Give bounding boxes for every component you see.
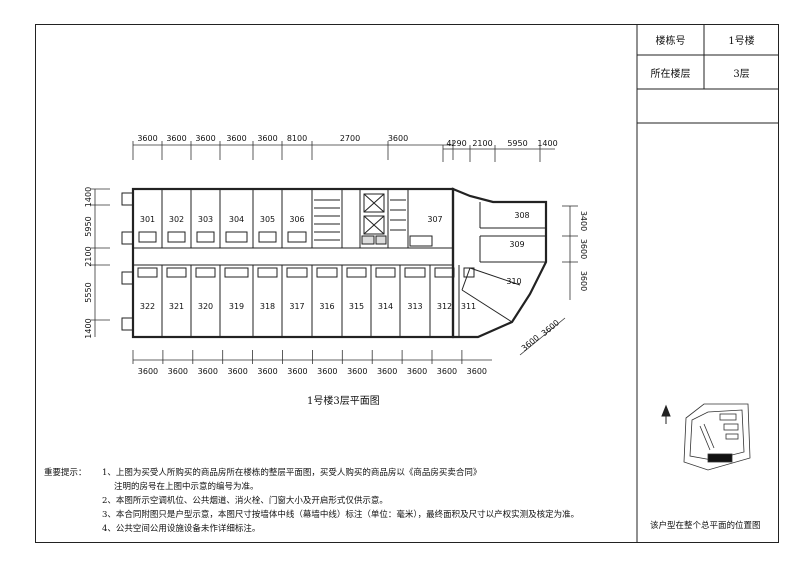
dim-label-bottom: 3600 — [347, 367, 367, 376]
dim-label-bottom: 3600 — [257, 367, 277, 376]
room-label: 319 — [229, 302, 244, 311]
room-label: 322 — [140, 302, 155, 311]
dim-label-bottom: 3600 — [227, 367, 247, 376]
room-label: 309 — [509, 240, 524, 249]
dim-label-right: 3600 — [579, 271, 588, 291]
plan-title: 1号楼3层平面图 — [307, 396, 380, 407]
unit-bath — [224, 267, 249, 278]
note-1b: 注明的房号在上图中示意的编号为准。 — [114, 482, 259, 492]
note-3: 3、本合同附图只是户型示意，本图尺寸按墙体中线（幕墙中线）标注（单位：毫米），最… — [102, 510, 580, 520]
room-label: 302 — [169, 215, 184, 224]
room-label: 314 — [378, 302, 393, 311]
dim-label-top-right: 1400 — [537, 139, 557, 148]
dim-label-bottom: 3600 — [407, 367, 427, 376]
dim-label-top: 3600 — [137, 134, 157, 143]
unit-bath — [375, 267, 396, 278]
room-label: 304 — [229, 215, 244, 224]
dim-label-bottom: 3600 — [138, 367, 158, 376]
unit-bath — [316, 267, 338, 278]
room-label: 308 — [514, 211, 529, 220]
room-label: 320 — [198, 302, 213, 311]
unit-bath — [286, 267, 308, 278]
notes-heading: 重要提示： — [44, 468, 87, 478]
room-label: 311 — [461, 302, 476, 311]
dim-label-left: 1400 — [84, 318, 93, 338]
room-label: 303 — [198, 215, 213, 224]
dim-label-right: 3400 — [579, 211, 588, 231]
dim-label-top: 3600 — [195, 134, 215, 143]
unit-bath — [196, 231, 215, 243]
dim-label-left: 1400 — [84, 187, 93, 207]
dim-label-right: 3600 — [579, 239, 588, 259]
north-arrow-icon — [661, 404, 671, 424]
unit-bath — [463, 267, 475, 278]
dim-label-top: 3600 — [166, 134, 186, 143]
note-4: 4、公共空间公用设施设备未作详细标注。 — [102, 524, 261, 534]
unit-bath — [287, 231, 307, 243]
dim-label-bottom: 3600 — [317, 367, 337, 376]
dim-label-bottom: 3600 — [287, 367, 307, 376]
dim-label-top: 3600 — [257, 134, 277, 143]
note-1: 1、上图为买受人所购买的商品房所在楼栋的整层平面图，买受人购买的商品房以《商品房… — [102, 468, 482, 478]
building-value: 1号楼 — [728, 36, 755, 47]
unit-bath — [258, 231, 277, 243]
room-label: 305 — [260, 215, 275, 224]
dim-label-top: 2700 — [340, 134, 360, 143]
dim-label-top: 8100 — [287, 134, 307, 143]
dim-label-top-right: 5950 — [507, 139, 527, 148]
room-label: 321 — [169, 302, 184, 311]
dim-label-top: 3600 — [388, 134, 408, 143]
unit-bath — [346, 267, 367, 278]
room-label: 315 — [349, 302, 364, 311]
room-label: 307 — [427, 215, 442, 224]
room-label: 316 — [319, 302, 334, 311]
unit-bath — [225, 231, 248, 243]
room-label: 301 — [140, 215, 155, 224]
dim-label-bottom: 3600 — [198, 367, 218, 376]
dim-label-bottom: 3600 — [437, 367, 457, 376]
room-label: 306 — [289, 215, 304, 224]
dim-label-top-right: 4290 — [446, 139, 466, 148]
dim-line — [519, 317, 566, 356]
dim-label-left: 2100 — [84, 246, 93, 266]
note-2: 2、本图所示空调机位、公共烟道、消火栓、门窗大小及开启形式仅供示意。 — [102, 496, 388, 506]
drawing-frame — [35, 24, 779, 543]
dim-label-bottom: 3600 — [377, 367, 397, 376]
unit-bath — [137, 267, 158, 278]
room-label: 313 — [407, 302, 422, 311]
building-label: 楼栋号 — [655, 36, 686, 47]
dim-label-top-right: 2100 — [472, 139, 492, 148]
room-label: 318 — [260, 302, 275, 311]
unit-bath — [257, 267, 278, 278]
unit-bath — [404, 267, 426, 278]
dim-label-top: 3600 — [226, 134, 246, 143]
room-label: 317 — [289, 302, 304, 311]
room-label: 310 — [506, 277, 521, 286]
dim-label-left: 5950 — [84, 216, 93, 236]
dim-label-bottom: 3600 — [467, 367, 487, 376]
floor-value: 3层 — [733, 69, 750, 80]
site-caption: 该户型在整个总平面的位置图 — [650, 521, 761, 531]
unit-bath — [138, 231, 157, 243]
dim-label-bottom: 3600 — [168, 367, 188, 376]
floor-label: 所在楼层 — [650, 69, 691, 80]
dim-label-left: 5550 — [84, 282, 93, 302]
unit-bath — [167, 231, 186, 243]
unit-bath — [434, 267, 455, 278]
unit-bath — [195, 267, 216, 278]
room-label: 312 — [437, 302, 452, 311]
unit-bath — [166, 267, 187, 278]
